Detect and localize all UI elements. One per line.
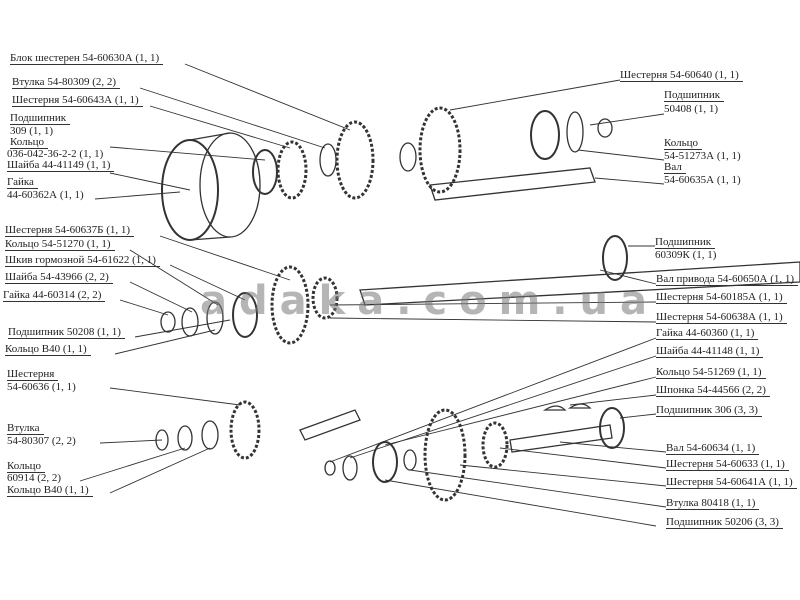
label-ring-b40: Кольцо В40 (1, 1) (5, 343, 91, 356)
label-bushing-54-80307-name: Втулка (7, 422, 44, 435)
bearing-50206 (372, 441, 398, 483)
ring-54-51270 (206, 301, 224, 335)
label-gear-54-60185a: Шестерня 54-60185А (1, 1) (656, 291, 787, 304)
label-gear-54-60633: Шестерня 54-60633 (1, 1) (666, 458, 789, 471)
label-gear-54-60640: Шестерня 54-60640 (1, 1) (620, 69, 743, 82)
nut-44-60314 (160, 311, 176, 333)
label-ring-60914-name: Кольцо (7, 460, 46, 473)
ring-54-51273a (566, 111, 584, 153)
gear-54-60641a (423, 408, 467, 502)
label-nut-code: 44-60362А (1, 1) (7, 189, 84, 201)
label-bearing-60309k-code: 60309К (1, 1) (655, 249, 717, 261)
bearing-60309k (602, 235, 628, 281)
label-washer-44-41148: Шайба 44-41148 (1, 1) (656, 345, 764, 358)
label-nut-name: Гайка (7, 176, 38, 189)
bushing-54-80307 (201, 420, 219, 450)
label-bearing-50208: Подшипник 50208 (1, 1) (8, 326, 125, 339)
label-bushing-80418: Втулка 80418 (1, 1) (666, 497, 760, 510)
label-key-54-44566: Шпонка 54-44566 (2, 2) (656, 384, 770, 397)
label-bearing-309-code: 309 (1, 1) (10, 125, 54, 137)
label-washer-44-41149: Шайба 44-41149 (1, 1) (7, 159, 115, 172)
bearing-50408 (530, 110, 560, 160)
leader-lines (79, 63, 667, 527)
gear-54-60637b (270, 265, 310, 345)
gear-54-60643a (276, 140, 308, 200)
label-bearing-309-name: Подшипник (10, 112, 71, 125)
shaft-54-60634 (509, 424, 613, 453)
drive-shaft (359, 261, 800, 306)
label-shaft-54-60635a-code: 54-60635А (1, 1) (664, 174, 741, 186)
label-bearing-50408-name: Подшипник (664, 89, 725, 102)
label-bearing-60309k-name: Подшипник (655, 236, 716, 249)
label-brake-pulley: Шкив гормозной 54-61622 (1, 1) (5, 254, 160, 267)
bushing-80418 (403, 449, 417, 471)
keys (542, 403, 592, 411)
label-bushing-54-80309: Втулка 54-80309 (2, 2) (12, 76, 121, 89)
label-ring-54-51270: Кольцо 54-51270 (1, 1) (5, 238, 115, 251)
label-shaft-54-60634: Вал 54-60634 (1, 1) (666, 442, 760, 455)
label-ring-b40-2: Кольцо В40 (1, 1) (7, 484, 93, 497)
axle (299, 409, 361, 441)
label-gear-54-60636-name: Шестерня (7, 368, 59, 381)
label-drive-shaft: Вал привода 54-60650А (1, 1) (656, 273, 799, 286)
bearing-309 (252, 149, 278, 195)
label-gear-54-60637b: Шестерня 54-60637Б (1, 1) (5, 224, 135, 237)
label-bearing-306: Подшипник 306 (3, 3) (656, 404, 762, 417)
label-ring-code: 036-042-36-2-2 (1, 1) (7, 148, 104, 160)
gear-54-60636 (229, 400, 261, 460)
washer-44-41148 (324, 460, 336, 476)
label-gear-block: Блок шестерен 54-60630А (1, 1) (10, 52, 164, 65)
bushing-54-80309 (319, 143, 337, 177)
watermark: adaka.com.ua (200, 278, 659, 324)
washer-54-43966 (181, 307, 199, 337)
label-ring-54-51269: Кольцо 54-51269 (1, 1) (656, 366, 766, 379)
label-gear-54-60638a: Шестерня 54-60638А (1, 1) (656, 311, 787, 324)
gear-54-60633 (481, 421, 509, 469)
ring-54-51269 (342, 455, 358, 481)
label-bushing-54-80307-code: 54-80307 (2, 2) (7, 435, 76, 447)
label-gear-54-60643a: Шестерня 54-60643А (1, 1) (12, 94, 143, 107)
label-gear-54-60641a: Шестерня 54-60641А (1, 1) (666, 476, 797, 489)
label-ring-name: Кольцо (10, 136, 49, 149)
label-gear-54-60636-code: 54-60636 (1, 1) (7, 381, 76, 393)
shaft-54-60635a (429, 167, 596, 201)
brake-drum (161, 132, 261, 241)
bearing-50208 (232, 292, 258, 338)
label-washer-54-43966: Шайба 54-43966 (2, 2) (5, 271, 113, 284)
ring-60914 (177, 425, 193, 451)
gear-54-60640 (418, 106, 462, 194)
label-bearing-50408-code: 50408 (1, 1) (664, 103, 719, 115)
ring (399, 142, 417, 172)
label-ring-54-51273a-code: 54-51273А (1, 1) (664, 150, 741, 162)
label-ring-54-51273a-name: Кольцо (664, 137, 703, 150)
bearing-306 (599, 407, 625, 449)
nut (597, 118, 613, 138)
label-bearing-50206: Подшипник 50206 (3, 3) (666, 516, 783, 529)
label-nut-44-60314: Гайка 44-60314 (2, 2) (3, 289, 106, 302)
label-ring-60914-code: 60914 (2, 2) (7, 472, 62, 484)
label-nut-44-60360: Гайка 44-60360 (1, 1) (656, 327, 759, 340)
gear-54-60185a (311, 276, 339, 320)
gear-block (335, 120, 375, 200)
label-shaft-54-60635a-name: Вал (664, 161, 686, 174)
